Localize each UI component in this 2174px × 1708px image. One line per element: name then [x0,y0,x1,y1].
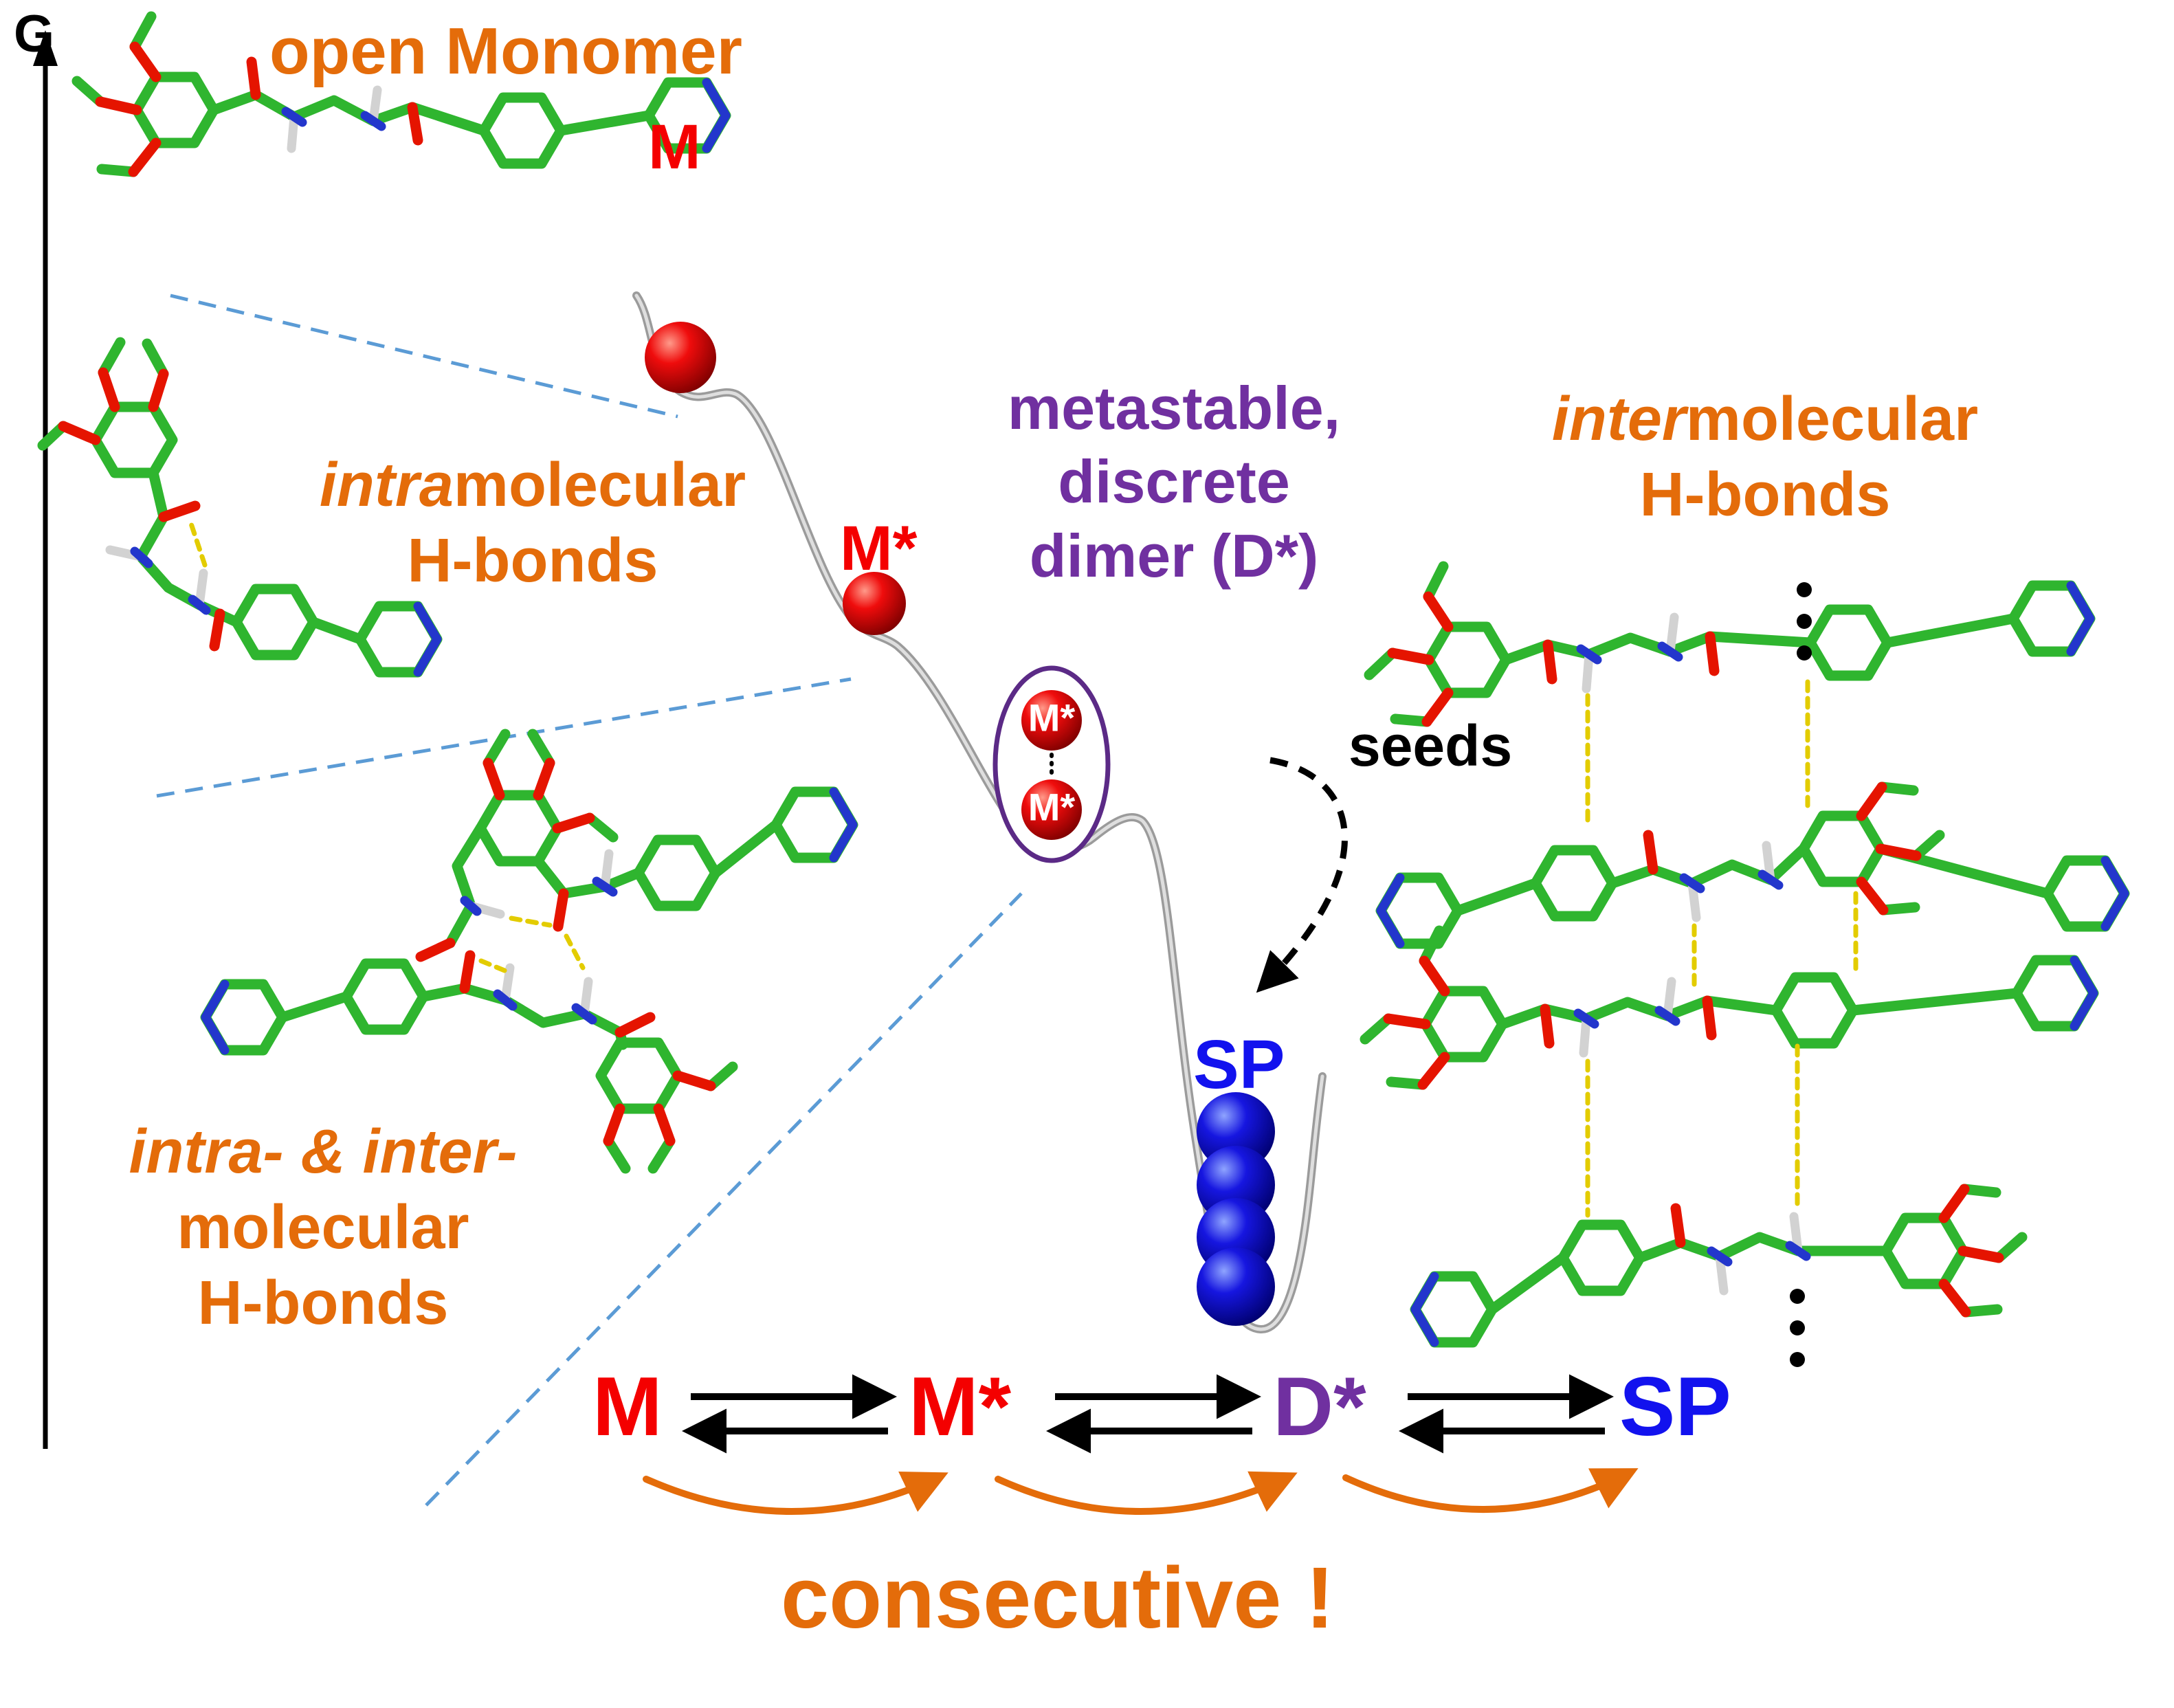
metastable-line2: discrete [1058,447,1290,516]
sp-ball-stack [1197,1092,1275,1326]
intra-inter-hbonds-label: intra- & inter- molecular H-bonds [76,1115,570,1341]
connector-open-monomer [170,293,678,419]
metastable-line3: dimer (D*) [1029,521,1319,590]
curve-m-label: M [648,112,701,182]
intramolecular-hbonds-label: intramolecular H-bonds [261,448,804,599]
intra-inter-line3: H-bonds [197,1268,449,1338]
polymer-continues-dots-top [1797,582,1812,661]
consecutive-label: consecutive ! [781,1549,1335,1646]
metastable-dimer-label: metastable, discrete dimer (D*) [961,371,1387,592]
free-energy-axis [33,30,58,1449]
inter-rest: molecular [1685,385,1979,454]
intra-italic: intra [319,451,454,520]
equilibrium-arrows [682,1374,1614,1454]
inter-italic: inter [1551,385,1686,454]
open-monomer-label: open Monomer [269,14,742,88]
scheme-m: M [592,1360,663,1453]
intra-inter-line1: intra- & inter- [129,1118,518,1186]
metastable-line1: metastable, [1007,374,1341,442]
molecule-open-monomer [71,11,731,177]
intermolecular-hbonds-label: intermolecular H-bonds [1463,382,2067,533]
scheme-dstar: D* [1273,1360,1366,1453]
seeds-label: seeds [1349,713,1513,778]
molecule-intra-inter-hbond [200,729,858,1174]
inter-hbonds-line: H-bonds [1639,460,1891,529]
polymer-continues-dots-bottom [1790,1289,1805,1367]
curve-mstar-label: M* [840,513,918,584]
dimer-capsule [992,665,1111,863]
monomer-ball-mstar [843,572,906,635]
curve-sp-label: SP [1193,1026,1285,1103]
seeds-arrow [1256,757,1348,993]
intra-hbonds-line: H-bonds [407,526,658,595]
monomer-ball-m [645,322,716,393]
scheme-mstar: M* [909,1360,1012,1453]
intra-rest: molecular [453,451,746,520]
g-axis-label: G [14,5,55,63]
molecule-polymer-stack [1360,561,2130,1348]
molecule-intramolecular-hbond [37,337,443,678]
scheme-sp: SP [1619,1360,1731,1453]
dimer-mstar-top-label: M* [1028,696,1076,740]
consecutive-arcs [643,1468,1639,1515]
intra-inter-line2: molecular [177,1193,469,1262]
dimer-mstar-bottom-label: M* [1028,785,1076,829]
